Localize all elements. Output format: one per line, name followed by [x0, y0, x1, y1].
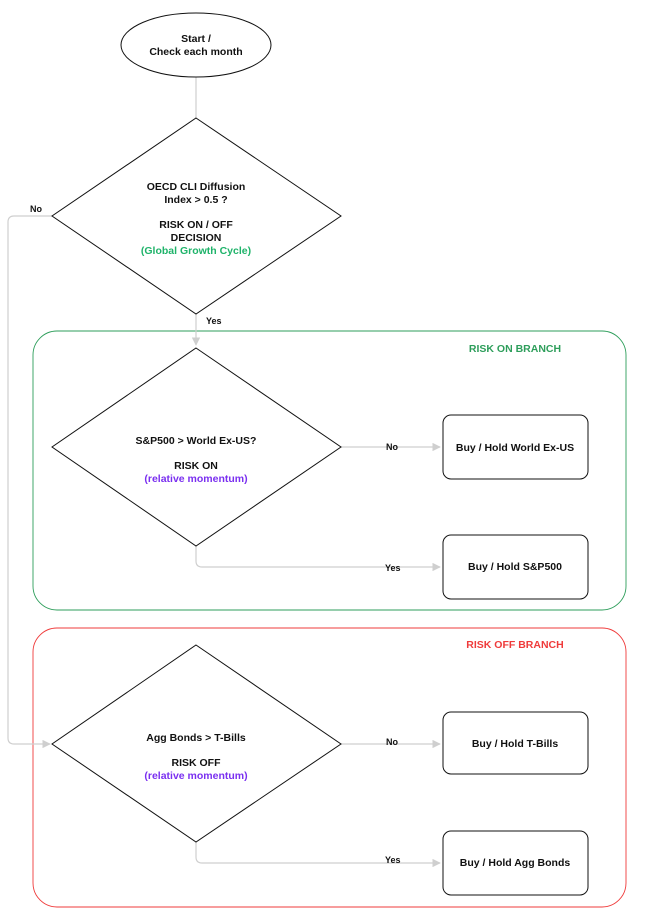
risk-on-decision-diamond	[51, 347, 342, 547]
main-decision-line1: OECD CLI Diffusion	[147, 181, 246, 193]
sp500-outcome-label: Buy / Hold S&P500	[468, 561, 562, 573]
start-node	[120, 12, 272, 78]
on-yes-label: Yes	[385, 563, 401, 573]
off-yes-label: Yes	[385, 855, 401, 865]
start-node-line2: Check each month	[149, 46, 242, 58]
agg-bonds-outcome-box	[442, 830, 589, 896]
off-no-label: No	[386, 737, 398, 747]
agg-bonds-outcome-label: Buy / Hold Agg Bonds	[460, 857, 571, 869]
risk-on-decision-highlight: (relative momentum)	[144, 473, 247, 485]
risk-on-decision-line2: RISK ON	[174, 460, 218, 472]
start-node-line1: Start /	[181, 33, 211, 45]
risk-off-decision-line2: RISK OFF	[172, 757, 222, 769]
risk-on-branch-box	[32, 330, 627, 611]
risk-on-decision-line1: S&P500 > World Ex-US?	[136, 435, 257, 447]
risk-off-decision-highlight: (relative momentum)	[144, 770, 247, 782]
on-yes-connector	[195, 546, 441, 572]
on-no-label: No	[386, 442, 398, 452]
world-ex-us-outcome-box	[442, 414, 589, 480]
main-decision-line4: DECISION	[171, 232, 222, 244]
sp500-outcome-box	[442, 534, 589, 600]
main-decision-line2: Index > 0.5 ?	[164, 194, 227, 206]
main-no-label: No	[30, 204, 42, 214]
risk-on-branch-title: RISK ON BRANCH	[469, 343, 561, 355]
off-yes-connector	[195, 842, 441, 868]
main-yes-label: Yes	[206, 316, 222, 326]
world-ex-us-outcome-label: Buy / Hold World Ex-US	[456, 442, 574, 454]
main-decision-highlight: (Global Growth Cycle)	[141, 245, 251, 257]
t-bills-outcome-label: Buy / Hold T-Bills	[472, 738, 558, 750]
risk-off-decision-diamond	[51, 644, 342, 843]
risk-off-decision-line1: Agg Bonds > T-Bills	[146, 732, 246, 744]
risk-off-branch-title: RISK OFF BRANCH	[466, 639, 563, 651]
main-no-connector	[7, 215, 52, 749]
main-decision-diamond	[51, 117, 342, 315]
main-decision-line3: RISK ON / OFF	[159, 219, 233, 231]
t-bills-outcome-box	[442, 711, 589, 775]
risk-off-branch-box	[32, 627, 627, 908]
